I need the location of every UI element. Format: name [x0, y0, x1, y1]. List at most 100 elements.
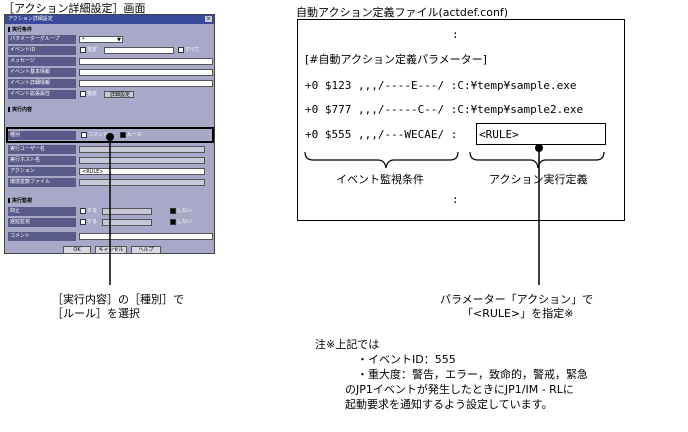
- config-line-1: +0 $123 ,,,/----E---/ :C:¥temp¥sample.ex…: [305, 79, 577, 92]
- action-label: アクション: [8, 167, 76, 176]
- row-env-file: 環境変数ファイル: [8, 178, 213, 187]
- radio-selected-icon: [170, 207, 176, 214]
- event-id-label: イベントID: [8, 46, 76, 55]
- type-command-radio[interactable]: コマンド: [81, 131, 108, 140]
- delay-on-label: する: [87, 219, 98, 225]
- brace-left: [304, 151, 459, 169]
- delay-time-input[interactable]: [102, 219, 152, 226]
- config-ellipsis-top: :: [452, 28, 459, 41]
- section-execution-monitor: 実行監視: [8, 197, 32, 204]
- row-exec-user: 実行ユーザー名: [8, 145, 213, 154]
- event-id-specify-label: 指定: [87, 47, 98, 53]
- type-rule-radio[interactable]: ルール: [120, 131, 142, 140]
- brace-left-label: イベント監視条件: [336, 173, 424, 186]
- row-message: メッセージ: [8, 57, 213, 66]
- env-file-label: 環境変数ファイル: [8, 178, 76, 187]
- row-parameter-group: パラメーターグループ * ▼: [8, 35, 213, 44]
- note-line4: のJP1イベントが発生したときにJP1/IM - RLに: [345, 383, 574, 396]
- message-input[interactable]: [79, 58, 213, 65]
- row-event-detail: イベント詳細情報: [8, 79, 213, 88]
- row-comment: コメント: [8, 232, 213, 241]
- config-header: [#自動アクション定義パラメーター]: [305, 53, 487, 66]
- close-icon[interactable]: ×: [205, 16, 212, 22]
- suppress-label: 抑止: [8, 207, 76, 216]
- type-rule-label: ルール: [127, 132, 143, 138]
- delay-off-label: しない: [177, 219, 193, 225]
- event-detail-label: イベント詳細情報: [8, 79, 76, 88]
- brace-right: [469, 151, 605, 169]
- config-file-caption: 自動アクション定義ファイル(actdef.conf): [296, 6, 509, 19]
- delay-on-radio[interactable]: する: [80, 218, 97, 227]
- right-callout-line2: 「<RULE>」を指定※: [462, 307, 574, 320]
- note-line5: 起動要求を通知するよう設定しています。: [345, 398, 553, 411]
- exec-host-label: 実行ホスト名: [8, 156, 76, 165]
- suppress-on-label: する: [87, 208, 98, 214]
- row-action: アクション <RULE>: [8, 167, 213, 176]
- type-label: 種別: [8, 131, 76, 140]
- section-execution-content: 実行内容: [8, 106, 32, 113]
- row-exec-host: 実行ホスト名: [8, 156, 213, 165]
- section-execution-condition: 実行条件: [8, 26, 32, 33]
- event-detail-input[interactable]: [79, 80, 213, 87]
- rule-value-box: <RULE>: [476, 123, 606, 145]
- message-label: メッセージ: [8, 57, 76, 66]
- radio-selected-icon: [170, 218, 176, 225]
- suppress-off-label: しない: [177, 208, 193, 214]
- event-extended-detail-button[interactable]: 詳細設定: [104, 91, 134, 98]
- dialog-titlebar: アクション詳細設定 ×: [5, 15, 214, 24]
- row-event-basic: イベント基本情報: [8, 68, 213, 77]
- action-input[interactable]: <RULE>: [79, 168, 205, 175]
- env-file-input[interactable]: [79, 179, 205, 186]
- suppress-off-radio[interactable]: しない: [170, 207, 192, 216]
- row-delay: 遅延監視 する しない: [8, 218, 213, 227]
- config-ellipsis-bottom: :: [452, 193, 459, 206]
- ok-button[interactable]: OK: [63, 246, 91, 254]
- config-line-3: +0 $555 ,,,/---WECAE/ :: [305, 128, 458, 141]
- radio-icon: [80, 207, 86, 214]
- event-extended-specify-label: 指定: [87, 91, 98, 97]
- exec-user-input[interactable]: [79, 146, 205, 153]
- help-button[interactable]: ヘルプ: [131, 246, 161, 254]
- exec-user-label: 実行ユーザー名: [8, 145, 76, 154]
- radio-icon: [80, 218, 86, 225]
- radio-selected-icon: [120, 131, 126, 138]
- row-event-id: イベントID 指定 すべて: [8, 46, 213, 55]
- suppress-time-input[interactable]: [102, 208, 152, 215]
- left-callout-line2: ［ルール］を選択: [52, 307, 140, 320]
- dialog-caption: ［アクション詳細設定］画面: [3, 2, 146, 15]
- event-id-all-label: すべて: [185, 47, 200, 53]
- note-line1: 注※上記では: [315, 338, 380, 351]
- parameter-group-select[interactable]: * ▼: [79, 36, 123, 43]
- event-extended-checkbox[interactable]: 指定: [80, 90, 97, 99]
- cancel-button[interactable]: キャンセル: [95, 246, 127, 254]
- config-line-2: +0 $777 ,,,/-----C--/ :C:¥temp¥sample2.e…: [305, 103, 584, 116]
- comment-input[interactable]: [79, 233, 213, 240]
- event-basic-label: イベント基本情報: [8, 68, 76, 77]
- event-basic-input[interactable]: [79, 69, 213, 76]
- chevron-down-icon: ▼: [117, 37, 121, 43]
- event-id-input[interactable]: [104, 47, 174, 54]
- event-id-all-radio[interactable]: すべて: [178, 46, 199, 55]
- radio-icon: [80, 46, 86, 53]
- row-type: 種別 コマンド ルール: [8, 131, 213, 140]
- row-suppress: 抑止 する しない: [8, 207, 213, 216]
- note-line2: ・イベントID：555: [357, 353, 456, 366]
- left-callout-line1: ［実行内容］の［種別］で: [52, 293, 184, 306]
- checkbox-icon: [80, 90, 86, 97]
- right-callout-line1: パラメーター「アクション」で: [440, 293, 594, 306]
- exec-host-input[interactable]: [79, 157, 205, 164]
- event-extended-label: イベント拡張属性: [8, 90, 76, 99]
- dialog-title: アクション詳細設定: [8, 16, 53, 22]
- event-id-specify-radio[interactable]: 指定: [80, 46, 97, 55]
- brace-right-label: アクション実行定義: [489, 173, 588, 186]
- suppress-on-radio[interactable]: する: [80, 207, 97, 216]
- comment-label: コメント: [8, 232, 76, 241]
- row-event-extended: イベント拡張属性 指定 詳細設定: [8, 90, 213, 99]
- parameter-group-label: パラメーターグループ: [8, 35, 76, 44]
- note-line3: ・重大度：警告，エラー，致命的，警戒，緊急: [357, 368, 588, 381]
- parameter-group-value: *: [82, 37, 85, 43]
- config-file-box: [297, 19, 625, 221]
- delay-label: 遅延監視: [8, 218, 76, 227]
- delay-off-radio[interactable]: しない: [170, 218, 192, 227]
